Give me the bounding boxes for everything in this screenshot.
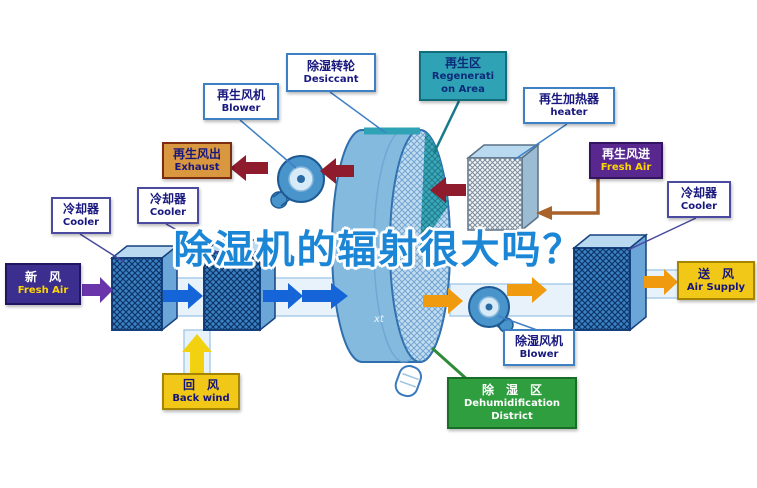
label-exhaust-zh: 再生风出: [172, 146, 221, 161]
label-cooler-left-inner-zh: 冷却器: [149, 191, 186, 206]
label-fresh-air-in-zh: 新 风: [24, 270, 61, 285]
regen-fan: [270, 155, 325, 209]
label-regeneration-area-zh: 再生区: [444, 56, 481, 70]
label-dehumid-blower-zh: 除湿风机: [514, 333, 563, 348]
label-air-supply-zh: 送 风: [697, 266, 734, 281]
label-regen-fresh-air-zh: 再生风进: [601, 146, 650, 161]
cooler-block-left-outer: [109, 244, 180, 332]
label-air-supply: 送 风 Air Supply: [677, 261, 755, 300]
supply-arrow: [644, 269, 678, 295]
process-arrow-3: [302, 283, 348, 309]
label-fresh-air-in: 新 风 Fresh Air: [5, 263, 81, 305]
label-heater: 再生加热器 heater: [523, 87, 615, 124]
label-dehumid-district-zh: 除 湿 区: [481, 383, 542, 397]
label-regeneration-area-en2: on Area: [441, 83, 485, 95]
process-arrow-4: [423, 288, 463, 314]
label-regen-fresh-air-en: Fresh Air: [600, 161, 652, 173]
label-cooler-left-inner: 冷却器 Cooler: [137, 187, 199, 224]
label-exhaust-en: Exhaust: [174, 161, 220, 173]
label-dehumid-district-en2: District: [491, 410, 533, 422]
process-arrow-5: [507, 277, 547, 303]
label-connectors: [79, 91, 697, 384]
label-cooler-right-en: Cooler: [680, 200, 718, 212]
cooler-block-right: [571, 233, 649, 332]
process-arrow-1: [163, 283, 203, 309]
cooler-block-left-inner: [201, 238, 278, 332]
heater-block: [465, 143, 541, 232]
fresh-air-arrow: [82, 277, 113, 303]
label-dehumid-district-en1: Dehumidification: [463, 398, 561, 409]
label-regeneration-area: 再生区 Regenerati on Area: [419, 51, 507, 101]
label-cooler-left-inner-en: Cooler: [149, 206, 187, 218]
label-regen-blower-zh: 再生风机: [216, 87, 265, 102]
label-regeneration-area-en1: Regenerati: [431, 71, 495, 82]
regen-heater-to-rotor-arrow: [430, 177, 466, 203]
back-wind-arrow: [182, 334, 212, 376]
label-dehumid-blower: 除湿风机 Blower: [503, 329, 575, 366]
label-back-wind-zh: 回 风: [182, 377, 219, 392]
label-dehumid-district: 除 湿 区 Dehumidification District: [447, 377, 577, 429]
process-arrow-2: [263, 283, 303, 309]
label-cooler-right-zh: 冷却器: [680, 185, 717, 200]
label-cooler-left-outer-en: Cooler: [62, 216, 100, 228]
label-cooler-left-outer-zh: 冷却器: [62, 201, 99, 216]
label-exhaust: 再生风出 Exhaust: [162, 142, 232, 179]
regen-exhaust-arrow: [230, 155, 268, 181]
rotor-watermark-text: xt: [374, 314, 384, 325]
label-regen-blower-en: Blower: [221, 102, 261, 114]
rotor-bottom-duct: [394, 365, 422, 398]
label-air-supply-en: Air Supply: [686, 281, 746, 293]
label-regen-fresh-air: 再生风进 Fresh Air: [589, 142, 663, 179]
label-back-wind: 回 风 Back wind: [162, 373, 240, 410]
label-cooler-right: 冷却器 Cooler: [667, 181, 731, 218]
label-dehumid-blower-en: Blower: [519, 348, 559, 360]
label-desiccant-en: Desiccant: [303, 73, 359, 85]
label-desiccant: 除湿转轮 Desiccant: [286, 53, 376, 92]
label-back-wind-en: Back wind: [172, 392, 230, 404]
label-fresh-air-in-en: Fresh Air: [17, 285, 69, 297]
label-cooler-left-outer: 冷却器 Cooler: [51, 197, 111, 234]
label-heater-en: heater: [550, 106, 588, 118]
regen-rotor-to-fan-arrow: [320, 158, 354, 184]
label-heater-zh: 再生加热器: [538, 91, 599, 106]
label-regen-blower: 再生风机 Blower: [203, 83, 279, 120]
label-desiccant-zh: 除湿转轮: [306, 58, 355, 73]
